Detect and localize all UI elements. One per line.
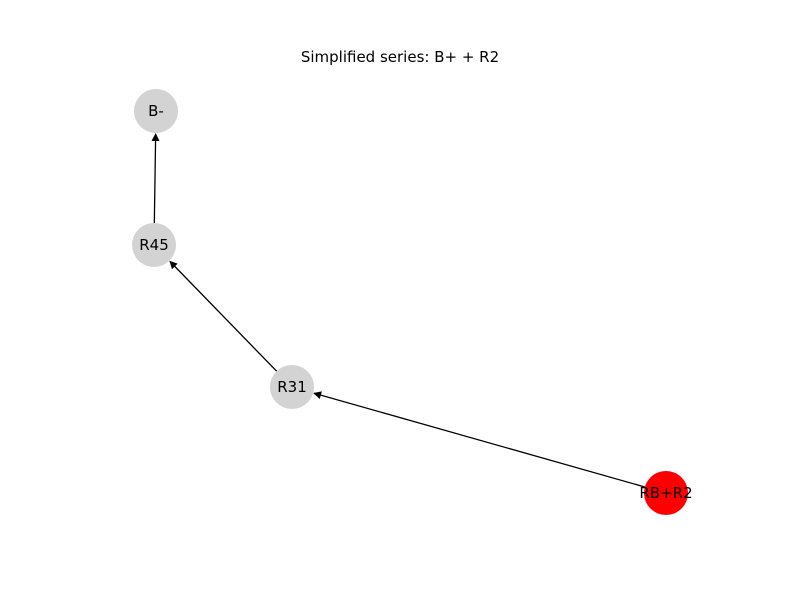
- edge-r45-to-b: [151, 132, 160, 224]
- edge-rb-plus-r2-to-r31: [313, 391, 646, 488]
- edges-layer: [151, 132, 646, 488]
- node-r31: R31: [270, 365, 314, 409]
- node-r45: R45: [132, 223, 176, 267]
- node-label: B-: [148, 102, 164, 120]
- node-circle: [644, 471, 688, 515]
- node-label: R45: [139, 236, 169, 254]
- diagram-title: Simplified series: B+ + R2: [300, 48, 500, 66]
- node-b: B-: [134, 89, 178, 133]
- node-label: RB+R2: [639, 484, 692, 502]
- node-rb-plus-r2: RB+R2: [639, 471, 693, 515]
- node-circle: [270, 365, 314, 409]
- node-circle: [134, 89, 178, 133]
- node-circle: [132, 223, 176, 267]
- node-label: R31: [277, 378, 307, 396]
- edge-r31-to-r45: [169, 260, 278, 372]
